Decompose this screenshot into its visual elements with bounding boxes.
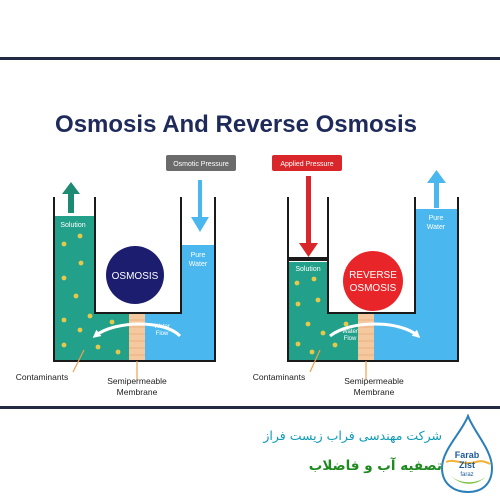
bottom-divider [0,406,500,409]
ro-pure-water-label-line1: Pure [429,215,444,222]
water-flow-arrow [92,322,182,338]
ro-contaminants-callout-line [309,349,321,373]
ro-semipermeable-membrane [358,314,374,360]
ro-contaminants-label: Contaminants [253,372,305,382]
company-footer [0,409,500,500]
applied-pressure-tag [272,155,342,171]
logo-text-line2: Zist [459,460,475,470]
osmotic-pressure-label: Osmotic Pressure [173,161,229,168]
osmosis-diagram: Osmosis And Reverse Osmosis Osmotic Pres… [16,111,459,397]
membrane-label-line1: Semipermeable [107,376,167,386]
diagram-title: Osmosis And Reverse Osmosis [55,111,417,138]
company-name: شرکت مهندسی فراب زیست فراز [263,428,442,443]
logo-text-line3: faraz [460,472,473,478]
membrane-texture [129,319,145,356]
ro-water-flow-label-line1: Water [342,329,358,335]
water-flow-label-line2: Flow [156,331,169,337]
reverse-osmosis-circle [343,251,403,311]
solution-label: Solution [60,222,85,229]
ro-water-flow-arrow [329,322,421,338]
ro-solution-label: Solution [295,266,320,273]
ro-membrane-texture [358,319,374,356]
osmotic-pressure-arrow [191,180,209,232]
contaminants-label: Contaminants [16,372,68,382]
contaminant-particles [61,233,121,355]
u-tube-outline [53,197,216,362]
osmosis-circle-label: OSMOSIS [112,271,159,282]
reverse-osmosis-circle-label-line1: REVERSE [349,270,397,281]
ro-pure-water-bottom [374,314,457,360]
ro-membrane-label-line1: Semipermeable [344,376,404,386]
ro-u-tube-outline [287,197,459,362]
farab-zist-logo: Farab Zist faraz [440,414,494,494]
solution-rise-arrow [62,182,80,213]
osmosis-panel: Osmotic Pressure [16,155,236,397]
water-flow-label-line1: Water [154,324,170,330]
pure-water-label-line2: Water [189,261,208,268]
water-drop-icon [440,414,494,494]
ro-contaminant-particles [294,276,349,355]
pure-water-label-line1: Pure [191,252,206,259]
osmotic-pressure-tag [166,155,236,171]
semipermeable-membrane [129,314,145,360]
pure-water-bottom [145,314,214,360]
ro-pure-water-label-line2: Water [427,224,446,231]
reverse-osmosis-panel: Applied Pressure [253,155,459,397]
pure-water-rise-arrow [427,170,446,208]
osmosis-circle [106,246,164,304]
ro-membrane-label-line2: Membrane [354,387,395,397]
top-band [0,0,500,58]
piston-plate [289,257,327,261]
top-divider [0,57,500,60]
applied-pressure-label: Applied Pressure [280,161,333,168]
ro-water-flow-label-line2: Flow [344,336,357,342]
contaminants-callout-line [72,349,85,373]
membrane-label-line2: Membrane [117,387,158,397]
logo-text-line1: Farab [455,450,480,460]
company-service: تصفیه آب و فاضلاب [308,458,442,474]
applied-pressure-arrow [299,176,318,257]
reverse-osmosis-circle-label-line2: OSMOSIS [350,283,397,294]
